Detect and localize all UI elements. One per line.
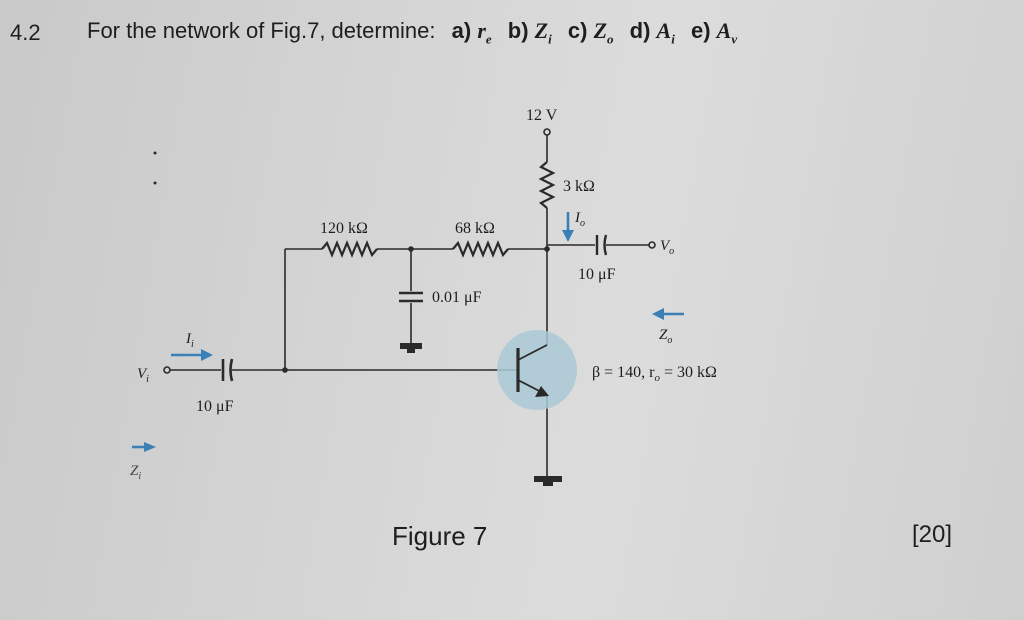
- part-d-symbol: A: [656, 18, 672, 43]
- ground-icon: [407, 349, 415, 353]
- ii-arrow-head-icon: [201, 349, 213, 361]
- io-arrow-head-icon: [562, 230, 574, 242]
- part-a-letter: a): [451, 18, 472, 43]
- part-c-letter: c): [567, 18, 588, 43]
- supply-terminal: [543, 128, 551, 136]
- r2-resistor: [452, 240, 509, 258]
- question-prompt: For the network of Fig.7, determine:: [87, 18, 436, 43]
- input-terminal: [163, 366, 171, 374]
- part-e-sub: v: [731, 31, 738, 47]
- junction-dot: [408, 246, 414, 252]
- vo-label: Vo: [660, 238, 674, 257]
- ii-label: Ii: [185, 331, 194, 350]
- junction-dot: [282, 367, 288, 373]
- emitter-arrow-icon: [535, 386, 549, 397]
- question-text: For the network of Fig.7, determine: a) …: [87, 18, 737, 47]
- part-c-sub: o: [607, 31, 614, 47]
- zo-label: Zo: [659, 327, 672, 346]
- question-number: 4.2: [10, 20, 41, 45]
- transistor-params: β = 140, ro = 30 kΩ: [592, 364, 717, 384]
- transistor-collector-lead: [517, 344, 548, 361]
- c-in-label: 10 μF: [196, 398, 234, 415]
- part-b-symbol: Z: [534, 18, 549, 43]
- rc-resistor: [538, 161, 556, 209]
- zo-arrow-head-icon: [652, 308, 664, 320]
- ground-icon: [400, 343, 422, 349]
- figure-caption: Figure 7: [392, 521, 488, 551]
- junction-dot: [544, 246, 550, 252]
- part-d-letter: d): [629, 18, 651, 43]
- io-label: Io: [574, 210, 585, 229]
- ground-icon: [543, 482, 553, 486]
- part-c-symbol: Z: [593, 18, 608, 43]
- c-out-label: 10 μF: [578, 266, 616, 283]
- cap-in-plate-right: [229, 358, 234, 382]
- r2-label: 68 kΩ: [455, 220, 495, 237]
- vi-label: Vi: [137, 366, 149, 385]
- transistor-halo: [497, 330, 577, 410]
- marks-label: [20]: [912, 521, 953, 548]
- junction-dot: [153, 151, 157, 155]
- part-a-symbol: r: [477, 18, 486, 43]
- c-bypass-label: 0.01 μF: [432, 289, 482, 306]
- part-d-sub: i: [671, 31, 675, 47]
- supply-label: 12 V: [526, 107, 558, 124]
- r1-resistor: [321, 240, 378, 258]
- part-b-letter: b): [507, 18, 529, 43]
- part-e-symbol: A: [716, 18, 732, 43]
- rc-label: 3 kΩ: [563, 178, 595, 195]
- part-e-letter: e): [690, 18, 711, 43]
- zi-label: Zi: [130, 463, 141, 482]
- cap-out-plate-right: [603, 234, 608, 256]
- zi-arrow-head-icon: [144, 442, 156, 452]
- part-a-sub: e: [485, 31, 492, 47]
- r1-label: 120 kΩ: [320, 220, 368, 237]
- output-terminal: [648, 241, 656, 249]
- ground-icon: [534, 476, 562, 482]
- part-b-sub: i: [548, 31, 552, 47]
- junction-dot: [153, 181, 157, 185]
